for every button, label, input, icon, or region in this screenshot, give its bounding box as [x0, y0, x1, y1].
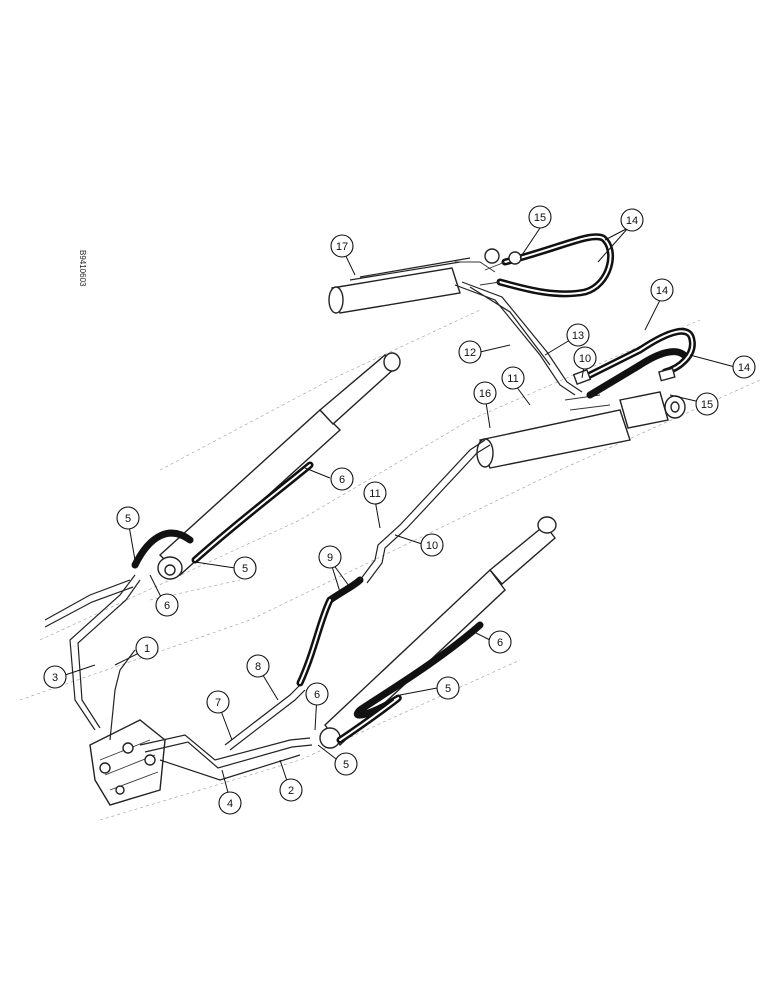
- callout-4: 4: [218, 791, 242, 815]
- control-valve: [89, 719, 166, 806]
- callout-14-mid: 14: [650, 278, 674, 302]
- svg-text:6: 6: [497, 637, 503, 649]
- top-hose-loop: [479, 233, 614, 298]
- svg-text:17: 17: [336, 241, 348, 253]
- callout-6-left: 6: [155, 593, 179, 617]
- svg-text:7: 7: [215, 697, 221, 709]
- callout-5-upper-mid: 5: [233, 556, 257, 580]
- callout-7: 7: [206, 690, 230, 714]
- callout-11-mid: 11: [363, 481, 387, 505]
- upper-cylinder: [328, 257, 496, 314]
- svg-text:6: 6: [339, 474, 345, 486]
- callout-14-top: 14: [620, 208, 644, 232]
- svg-text:3: 3: [52, 672, 58, 684]
- document-id: B9410603: [78, 250, 87, 287]
- main-steel-tubes: [44, 439, 491, 781]
- svg-text:14: 14: [656, 285, 668, 297]
- callout-6-lower-right: 6: [488, 630, 512, 654]
- callout-10-top: 10: [573, 346, 597, 370]
- svg-text:10: 10: [426, 540, 438, 552]
- svg-text:14: 14: [626, 215, 638, 227]
- svg-text:8: 8: [255, 661, 261, 673]
- callout-5-lower-right: 5: [436, 676, 460, 700]
- callout-9: 9: [318, 545, 342, 569]
- callout-16: 16: [473, 381, 497, 405]
- callout-12: 12: [458, 340, 482, 364]
- callout-5-upper-left: 5: [116, 506, 140, 530]
- callout-3: 3: [43, 665, 67, 689]
- callout-5-lower: 5: [334, 752, 358, 776]
- callout-14-right: 14: [732, 355, 756, 379]
- callout-1: 1: [135, 636, 159, 660]
- svg-text:5: 5: [125, 513, 131, 525]
- svg-text:5: 5: [445, 683, 451, 695]
- svg-text:5: 5: [343, 759, 349, 771]
- svg-text:15: 15: [534, 212, 546, 224]
- callout-6-lower: 6: [305, 682, 329, 706]
- svg-text:6: 6: [314, 689, 320, 701]
- callout-8: 8: [246, 654, 270, 678]
- callout-2: 2: [279, 778, 303, 802]
- callout-10-mid: 10: [420, 533, 444, 557]
- svg-text:14: 14: [738, 362, 750, 374]
- callout-15-right: 15: [695, 392, 719, 416]
- svg-text:11: 11: [507, 373, 518, 385]
- svg-text:2: 2: [288, 785, 294, 797]
- svg-text:9: 9: [327, 552, 333, 564]
- svg-text:13: 13: [572, 330, 584, 342]
- svg-text:5: 5: [242, 563, 248, 575]
- callout-13: 13: [566, 323, 590, 347]
- callout-15-top: 15: [528, 205, 552, 229]
- svg-text:11: 11: [369, 488, 380, 500]
- svg-text:15: 15: [701, 399, 713, 411]
- svg-text:16: 16: [479, 388, 491, 400]
- right-cylinder: [476, 327, 696, 469]
- svg-text:10: 10: [579, 353, 591, 365]
- svg-text:1: 1: [144, 643, 150, 655]
- leader-lines: [64, 227, 736, 801]
- callout-6-upper: 6: [330, 467, 354, 491]
- upper-steel-tubes: [454, 281, 583, 396]
- svg-text:12: 12: [464, 347, 476, 359]
- svg-text:4: 4: [227, 798, 233, 810]
- left-upper-cylinder: [131, 352, 401, 580]
- callout-17: 17: [330, 234, 354, 258]
- callout-11-top: 11: [501, 366, 525, 390]
- left-lower-cylinder: [319, 516, 557, 749]
- svg-text:6: 6: [164, 600, 170, 612]
